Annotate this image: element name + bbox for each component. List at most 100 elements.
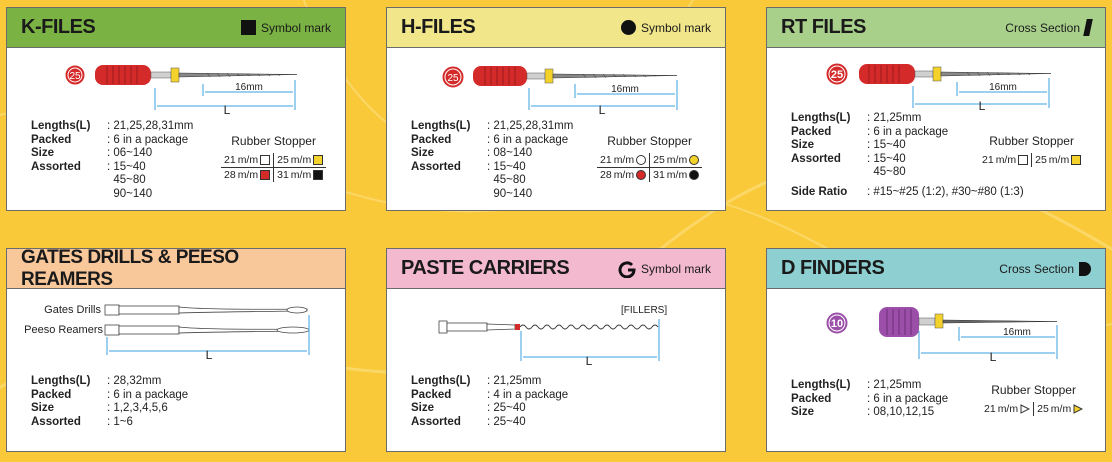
spec-list: Lengths(L): 28,32mm Packed: 6 in a packa… [31,375,188,429]
card-header: PASTE CARRIERS Symbol mark [387,249,725,289]
spec-row: Size: 08~140 [411,147,533,159]
square-icon [240,20,256,35]
d-shape-icon [1079,261,1091,276]
side-ratio: Side Ratio : #15~#25 (1:2), #30~#80 (1:3… [791,186,1024,198]
card-header: D FINDERS Cross Section [767,249,1105,289]
spec-row: Lengths(L): 21,25,28,31mm [31,120,194,132]
circle-black-icon [689,170,700,180]
spec-row: Packed: 6 in a package [31,388,189,401]
card-h-files: H-FILES Symbol mark 25 16mm L Lengths(L)… [386,7,726,211]
cross-section-mark: Cross Section [1005,19,1093,36]
spec-row: Packed: 6 in a package [31,133,189,146]
dim-l: L [224,103,231,114]
spec-row: Packed: 4 in a package [411,388,569,401]
fillers-label: [FILLERS] [621,305,668,316]
spec-row: Assorted: 15~40 [411,160,526,173]
square-outline-icon [1018,155,1029,165]
size-badge: 25 [831,69,843,81]
dim-16mm: 16mm [989,82,1017,93]
card-title: H-FILES [401,16,476,38]
card-header: H-FILES Symbol mark [387,8,725,48]
size-badge: 10 [831,318,843,330]
card-rt-files: RT FILES Cross Section 25 16mm L Lengths… [766,7,1106,211]
rt-file-illustration: 25 16mm L [825,62,1052,110]
spec-row: Lengths(L): 21,25mm [411,375,542,387]
spec-row: 90~140 [113,187,153,200]
d-finder-illustration: 10 16mm L [825,307,1058,364]
card-paste-carriers: PASTE CARRIERS Symbol mark [FILLERS] L L… [386,248,726,452]
triangle-outline-icon [1020,404,1031,414]
symbol-mark: Symbol mark [620,20,711,35]
card-header: RT FILES Cross Section [767,8,1105,48]
dim-16mm: 16mm [611,84,639,95]
spec-row: Assorted: 15~40 [31,160,146,173]
k-file-illustration: 25 16mm L [64,64,298,114]
label-peeso-reamers: Peeso Reamers [24,324,103,336]
circle-outline-icon [636,155,647,165]
card-title: D FINDERS [781,257,885,279]
square-red-icon [260,170,271,180]
square-yellow-icon [1071,155,1082,165]
spec-list: Lengths(L): 21,25,28,31mm Packed: 6 in a… [411,120,573,201]
spec-row: Lengths(L): 28,32mm [31,375,162,387]
spec-row: 45~80 [873,166,906,178]
dim-l: L [990,350,997,364]
spec-row: Size: 06~140 [31,147,153,159]
size-badge: 25 [447,73,459,84]
spec-row: Lengths(L): 21,25,28,31mm [411,120,574,132]
symbol-mark: Symbol mark [618,260,711,278]
spiral-g-icon [618,260,636,278]
spec-row: Size: 25~40 [411,402,526,414]
circle-red-icon [636,170,647,180]
spec-row: Lengths(L): 21,25mm [791,379,922,391]
circle-yellow-icon [689,155,700,165]
spec-list: Lengths(L): 21,25,28,31mm Packed: 6 in a… [31,120,193,201]
slanted-bar-icon [1083,19,1093,36]
dim-16mm: 16mm [1003,327,1031,338]
label-gates-drills: Gates Drills [44,304,101,316]
card-title: RT FILES [781,16,866,38]
square-yellow-icon [313,155,324,165]
card-k-files: K-FILES Symbol mark 25 16mm L Lengths(L)… [6,7,346,211]
dim-l: L [599,103,606,114]
spec-row: Size: 1,2,3,4,5,6 [31,402,168,414]
spec-row: Assorted: 25~40 [411,415,526,428]
dim-l: L [206,348,213,362]
spec-list: Lengths(L): 21,25mm Packed: 6 in a packa… [791,379,948,420]
dim-l: L [979,99,986,110]
gates-peeso-illustration: Gates Drills Peeso Reamers L [24,304,310,362]
spec-row: Lengths(L): 21,25mm [791,112,922,124]
card-header: K-FILES Symbol mark [7,8,345,48]
spec-row: 45~80 [493,174,526,186]
spec-row: Packed: 6 in a package [791,125,949,138]
spec-row: Packed: 6 in a package [411,133,569,146]
h-file-illustration: 25 16mm L [441,65,678,114]
spec-row: Size: 08,10,12,15 [791,406,935,418]
cross-section-mark: Cross Section [999,261,1091,276]
spec-row: Size: 15~40 [791,139,906,151]
dim-l: L [586,354,593,368]
triangle-yellow-icon [1073,404,1084,414]
dim-16mm: 16mm [235,82,263,93]
card-title: PASTE CARRIERS [401,257,570,279]
size-badge: 25 [69,71,81,82]
circle-icon [620,20,636,35]
spec-list: Lengths(L): 21,25mm Packed: 6 in a packa… [791,112,948,180]
